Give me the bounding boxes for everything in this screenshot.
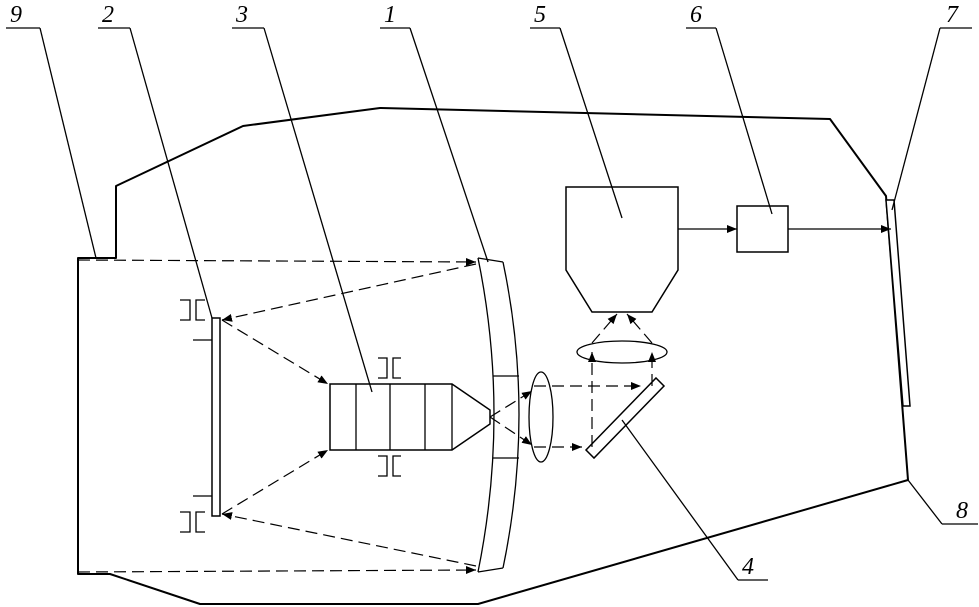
beam-splitter <box>584 376 666 460</box>
callout-screen: 7 <box>946 2 959 28</box>
leader-lines <box>6 27 978 581</box>
receiver-block <box>565 186 679 313</box>
lens-horizontal <box>576 340 668 364</box>
callout-splitter: 4 <box>742 554 754 580</box>
callout-housing-corner: 8 <box>956 498 968 524</box>
callout-plate: 2 <box>102 2 114 28</box>
tube-element <box>329 357 491 477</box>
display-screen <box>885 199 911 407</box>
callout-mirror: 1 <box>384 2 396 28</box>
plate-element <box>180 299 221 533</box>
light-rays <box>77 257 656 575</box>
callout-processor: 6 <box>690 2 702 28</box>
callout-tube: 3 <box>235 2 248 28</box>
processor-block <box>736 205 789 253</box>
callout-receiver: 5 <box>534 2 546 28</box>
lens-vertical <box>528 371 554 463</box>
callout-housing: 9 <box>10 2 22 28</box>
housing-outline <box>77 107 909 605</box>
